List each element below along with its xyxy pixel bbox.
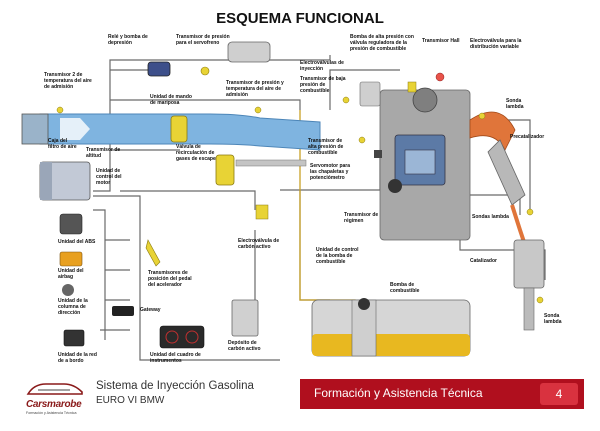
label-low-pressure: Transmisor de baja presión de combustibl… xyxy=(300,76,346,94)
tailpipe xyxy=(523,287,535,331)
footer-banner xyxy=(300,379,584,409)
label-lambda-1: Sonda lambda xyxy=(506,98,524,110)
instrument-cluster xyxy=(159,325,205,349)
camshaft-gear xyxy=(412,87,438,113)
functional-diagram xyxy=(21,41,546,361)
label-air-filter: Caja del filtro de aire xyxy=(48,138,77,150)
intake-temp-sensor xyxy=(56,106,64,114)
label-servo-pressure: Transmisor de presión para el servofreno xyxy=(176,34,230,46)
label-servomotor: Servomotor para las chapaletas y potenci… xyxy=(310,163,351,181)
vanos-valve xyxy=(435,72,445,82)
label-egr-valve: Válvula de recirculación de gases de esc… xyxy=(176,144,216,162)
ecu-connector xyxy=(40,162,52,200)
steering-column-unit xyxy=(62,284,74,296)
air-filter-box xyxy=(21,113,49,145)
label-engine-ecu: Unidad de control del motor xyxy=(96,168,122,186)
label-hp-pump: Bomba de alta presión con válvula regula… xyxy=(350,34,414,52)
label-abs: Unidad del ABS xyxy=(58,239,96,245)
brand-logo xyxy=(24,378,86,412)
label-relay-pump: Relé y bomba de depresión xyxy=(108,34,148,46)
wire-pump-ecu xyxy=(299,190,330,301)
label-lambda-2: Sondas lambda xyxy=(472,214,509,220)
label-crank-sensor: Transmisor de régimen xyxy=(344,212,379,224)
lambda-sensor-2 xyxy=(526,208,534,216)
egr-valve xyxy=(215,154,235,186)
fuel-pump-motor xyxy=(358,298,370,310)
system-subtitle: EURO VI BMW xyxy=(96,395,165,406)
wire-ecu-bottom xyxy=(93,195,280,361)
system-title: Sistema de Inyección Gasolina xyxy=(96,380,254,392)
label-canister: Depósito de carbón activo xyxy=(228,340,261,352)
cluster-gauge-right xyxy=(185,330,199,344)
lambda-sensor-3 xyxy=(536,296,544,304)
label-catalyst: Catalizador xyxy=(470,258,497,264)
wire-injector xyxy=(329,69,400,110)
hp-pump xyxy=(359,81,381,107)
diagram-title: ESQUEMA FUNCIONAL xyxy=(216,10,384,27)
egr-tube xyxy=(235,159,307,167)
wire-lambda3 xyxy=(459,240,546,280)
label-hp-sensor: Transmisor de alta presión de combustibl… xyxy=(308,138,344,156)
gateway-unit xyxy=(112,306,134,316)
carbon-canister xyxy=(231,299,259,337)
label-throttle: Unidad de mando de mariposa xyxy=(150,94,192,106)
label-canister-valve: Electroválvula de carbón activo xyxy=(238,238,280,250)
hp-sensor xyxy=(358,136,366,144)
label-lambda-3: Sonda lambda xyxy=(544,313,562,325)
page-number: 4 xyxy=(540,383,578,405)
footer-banner-text: Formación y Asistencia Técnica xyxy=(314,386,483,400)
label-steering-column: Unidad de la columna de dirección xyxy=(58,298,88,316)
wire-modules xyxy=(93,209,106,340)
label-precatalyst: Precatalizador xyxy=(510,134,545,140)
label-hall-sensor: Transmisor Hall xyxy=(422,38,460,44)
canister-valve xyxy=(255,204,269,220)
label-fuel-pump: Bomba de combustible xyxy=(390,282,420,294)
label-body-unit: Unidad de la red de a bordo xyxy=(58,352,97,364)
brake-booster xyxy=(227,41,271,63)
label-airbag: Unidad del airbag xyxy=(58,268,84,280)
label-cluster: Unidad del cuadro de instrumentos xyxy=(150,352,201,364)
exhaust-manifold xyxy=(469,111,516,151)
low-pressure-sensor xyxy=(342,96,350,104)
catalyst xyxy=(513,239,545,289)
lambda-sensor-1 xyxy=(478,112,486,120)
car-logo-icon xyxy=(26,383,83,395)
label-altitude: Transmisor de altitud xyxy=(86,147,121,159)
flap-servomotor xyxy=(374,150,382,158)
fuel-level xyxy=(312,334,470,356)
intake-arrow xyxy=(60,118,90,140)
servo-pressure-sensor xyxy=(200,66,210,76)
label-intake-temp: Transmisor 2 de temperatura del aire de … xyxy=(44,72,92,90)
label-pedal: Transmisores de posición del pedal del a… xyxy=(148,270,192,288)
vacuum-pump xyxy=(147,61,171,77)
label-map-sensor: Transmisor de presión y temperatura del … xyxy=(226,80,284,98)
airbag-unit xyxy=(59,251,83,267)
brand-name: Carsmarobe xyxy=(26,399,82,410)
hall-sensor xyxy=(407,81,417,93)
accelerator-pedal xyxy=(145,239,161,267)
label-gateway: Gateway xyxy=(140,307,161,313)
map-sensor xyxy=(254,106,262,114)
label-vanos-valve: Electroválvula para la distribución vari… xyxy=(470,38,522,50)
crank-sensor xyxy=(388,179,402,193)
wire-ecu-top xyxy=(93,55,331,192)
brand-tagline: Formación y Asistencia Técnica xyxy=(26,411,77,415)
label-injectors: Electroválvulas de inyección xyxy=(300,60,344,72)
throttle-unit xyxy=(170,115,188,143)
body-unit xyxy=(63,329,85,347)
wire-canister-valve xyxy=(120,190,256,210)
label-pump-ecu: Unidad de control de la bomba de combust… xyxy=(316,247,359,265)
abs-unit xyxy=(59,213,83,235)
piston xyxy=(404,149,436,175)
wire-sensors xyxy=(110,99,301,110)
cluster-gauge-left xyxy=(165,330,179,344)
